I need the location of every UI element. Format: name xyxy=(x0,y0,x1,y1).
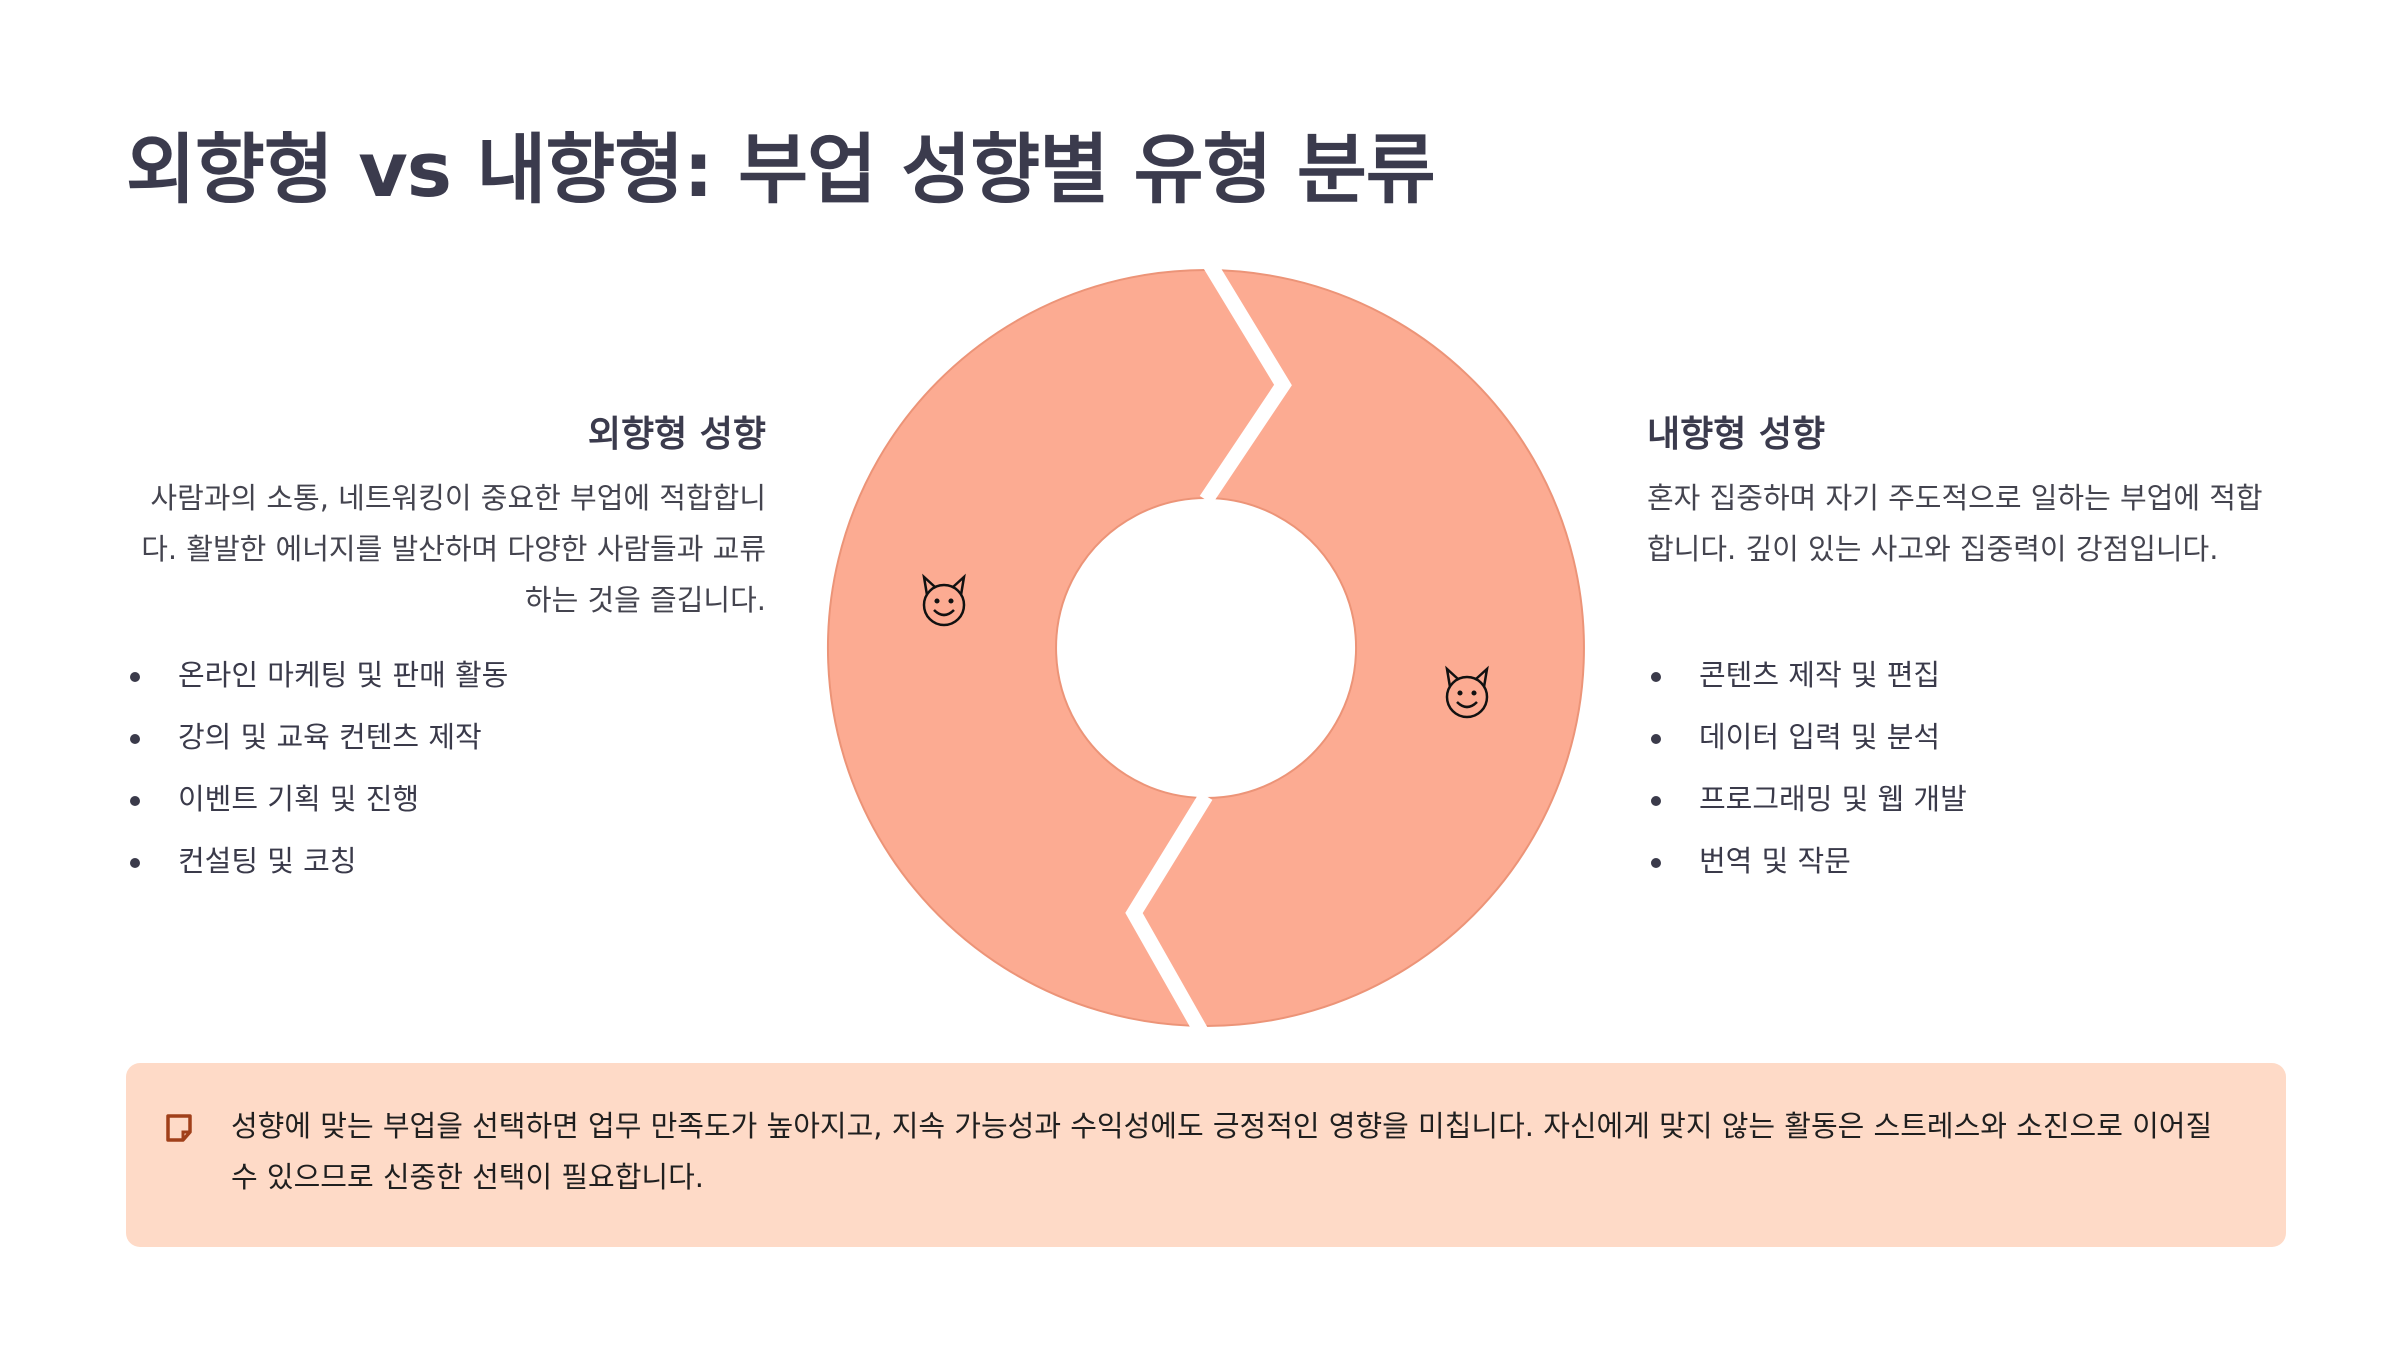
introvert-list: 콘텐츠 제작 및 편집 데이터 입력 및 분석 프로그래밍 및 웹 개발 번역 … xyxy=(1647,648,1967,896)
list-item: 번역 및 작문 xyxy=(1647,834,1967,896)
list-item: 컨설팅 및 코칭 xyxy=(126,834,508,896)
sticky-note-icon xyxy=(166,1114,192,1142)
list-item-label: 콘텐츠 제작 및 편집 xyxy=(1699,658,1941,692)
list-item: 프로그래밍 및 웹 개발 xyxy=(1647,772,1967,834)
introvert-heading: 내향형 성향 xyxy=(1647,414,1826,455)
callout-box: 성향에 맞는 부업을 선택하면 업무 만족도가 높아지고, 지속 가능성과 수익… xyxy=(126,1063,2286,1247)
bullet-icon xyxy=(130,672,140,682)
list-item: 온라인 마케팅 및 판매 활동 xyxy=(126,648,508,710)
split-donut-diagram xyxy=(826,254,1585,1044)
callout-text: 성향에 맞는 부업을 선택하면 업무 만족도가 높아지고, 지속 가능성과 수익… xyxy=(231,1109,2213,1194)
smiling-devil-icon xyxy=(922,573,966,627)
extrovert-description: 사람과의 소통, 네트워킹이 중요한 부업에 적합합니다. 활발한 에너지를 발… xyxy=(141,481,766,617)
list-item-label: 번역 및 작문 xyxy=(1699,844,1851,878)
bullet-icon xyxy=(1651,796,1661,806)
bullet-icon xyxy=(130,858,140,868)
bullet-icon xyxy=(1651,734,1661,744)
bullet-icon xyxy=(130,734,140,744)
list-item-label: 데이터 입력 및 분석 xyxy=(1699,720,1941,754)
list-item: 이벤트 기획 및 진행 xyxy=(126,772,508,834)
smiling-devil-icon xyxy=(1445,665,1489,719)
extrovert-heading: 외향형 성향 xyxy=(587,414,766,455)
extrovert-list: 온라인 마케팅 및 판매 활동 강의 및 교육 컨텐츠 제작 이벤트 기획 및 … xyxy=(126,648,508,896)
page-title: 외향형 vs 내향형: 부업 성향별 유형 분류 xyxy=(126,125,1436,214)
introvert-description: 혼자 집중하며 자기 주도적으로 일하는 부업에 적합합니다. 깊이 있는 사고… xyxy=(1647,481,2263,566)
donut-ring xyxy=(826,269,1585,1027)
list-item-label: 온라인 마케팅 및 판매 활동 xyxy=(178,658,509,692)
list-item-label: 이벤트 기획 및 진행 xyxy=(178,782,420,816)
donut-split-top xyxy=(1199,254,1292,505)
list-item: 콘텐츠 제작 및 편집 xyxy=(1647,648,1967,710)
list-item: 강의 및 교육 컨텐츠 제작 xyxy=(126,710,508,772)
list-item-label: 컨설팅 및 코칭 xyxy=(178,844,357,878)
donut-split-bottom xyxy=(1125,792,1213,1044)
bullet-icon xyxy=(1651,858,1661,868)
list-item: 데이터 입력 및 분석 xyxy=(1647,710,1967,772)
introvert-section: 내향형 성향 혼자 집중하며 자기 주도적으로 일하는 부업에 적합합니다. 깊… xyxy=(1647,405,2287,575)
bullet-icon xyxy=(1651,672,1661,682)
list-item-label: 프로그래밍 및 웹 개발 xyxy=(1699,782,1967,816)
list-item-label: 강의 및 교육 컨텐츠 제작 xyxy=(178,720,482,754)
bullet-icon xyxy=(130,796,140,806)
extrovert-section: 외향형 성향 사람과의 소통, 네트워킹이 중요한 부업에 적합합니다. 활발한… xyxy=(126,405,766,626)
